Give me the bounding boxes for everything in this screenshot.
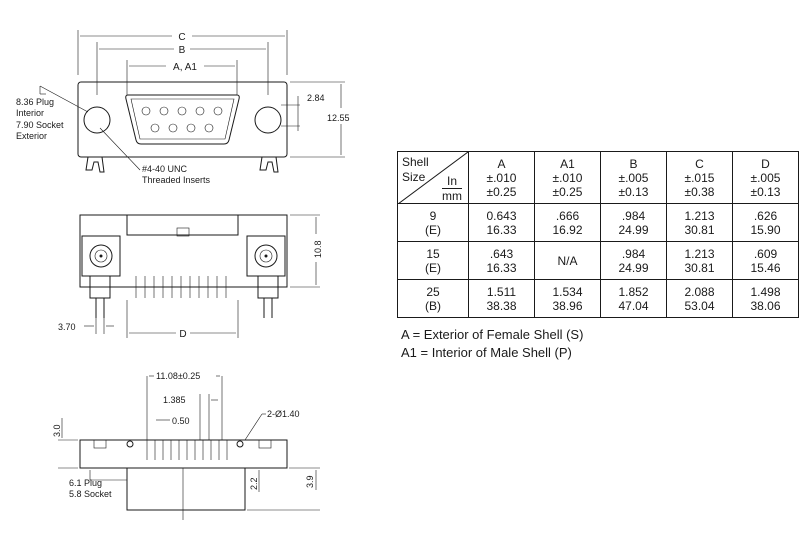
- dim-1108-label: 11.08±0.25: [156, 371, 200, 381]
- column-mm-tolerance: ±0.25: [552, 184, 583, 199]
- column-header: A±.010±0.25: [468, 151, 535, 204]
- column-header: B±.005±0.13: [600, 151, 667, 204]
- column-mm-tolerance: ±0.13: [750, 184, 781, 199]
- corner-mm-label: mm: [442, 188, 462, 203]
- column-header: A1±.010±0.25: [534, 151, 601, 204]
- insert-note-2: Threaded Inserts: [142, 175, 211, 185]
- insert-note-1: #4-40 UNC: [142, 164, 188, 174]
- column-name: A1: [560, 156, 575, 171]
- column-name: C: [695, 156, 704, 171]
- dim-d-label: D: [179, 329, 186, 340]
- hole-note-2: Interior: [16, 108, 44, 118]
- column-mm-tolerance: ±0.13: [618, 184, 649, 199]
- dim-370-label: 3.70: [58, 322, 76, 332]
- corner-size-label: Size: [402, 170, 426, 184]
- row-size: 9: [429, 208, 437, 223]
- row-size: 25: [426, 284, 440, 299]
- row-size-cell: 25(B): [397, 279, 469, 318]
- dim-39-label: 3.9: [305, 475, 315, 488]
- hole-note-3: 7.90 Socket: [16, 120, 64, 130]
- dim-108-label: 10.8: [313, 240, 323, 258]
- corner-in-label: In: [446, 174, 457, 188]
- column-mm-tolerance: ±0.25: [486, 184, 517, 199]
- dim-c-label: C: [178, 32, 185, 43]
- side-view: 10.8 3.70 D: [58, 214, 323, 340]
- column-in-tolerance: ±.005: [618, 170, 649, 185]
- hole-note-1: 8.36 Plug: [16, 97, 54, 107]
- row-size-cell: 9(E): [397, 203, 469, 242]
- column-header: D±.005±0.13: [732, 151, 799, 204]
- dim-holes-label: 2-Ø1.40: [267, 409, 300, 419]
- row-code: (E): [425, 260, 441, 275]
- front-view: C B A, A1 2.84 12.5: [16, 30, 350, 185]
- row-size: 15: [426, 246, 440, 261]
- table-cell: N/A: [534, 241, 601, 280]
- dim-284-label: 2.84: [307, 93, 325, 103]
- dim-1255-label: 12.55: [327, 113, 350, 123]
- row-size-cell: 15(E): [397, 241, 469, 280]
- column-name: B: [629, 156, 638, 171]
- column-in-tolerance: ±.005: [750, 170, 781, 185]
- plug-note-1: 6.1 Plug: [69, 478, 102, 488]
- column-name: A: [497, 156, 506, 171]
- corner-shell-label: Shell: [402, 155, 429, 169]
- hole-note-4: Exterior: [16, 131, 47, 141]
- plug-note-2: 5.8 Socket: [69, 489, 112, 499]
- column-name: D: [761, 156, 770, 171]
- column-header: C±.015±0.38: [666, 151, 733, 204]
- row-code: (B): [425, 298, 441, 313]
- shell-size-table: Shell Size In mm A±.010±0.25 A1±.010±0.2…: [397, 151, 799, 318]
- row-code: (E): [425, 222, 441, 237]
- column-in-tolerance: ±.010: [486, 170, 517, 185]
- bottom-view: 11.08±0.25 1.385 0.50 2-Ø1.40 3.0: [52, 371, 320, 520]
- dim-050-label: 0.50: [172, 416, 190, 426]
- note-a1: A1 = Interior of Male Shell (P): [401, 345, 572, 360]
- column-mm-tolerance: ±0.38: [684, 184, 715, 199]
- note-a: A = Exterior of Female Shell (S): [401, 327, 584, 342]
- dim-30-label: 3.0: [52, 424, 62, 437]
- table-corner-cell: Shell Size In mm: [397, 151, 469, 204]
- dim-b-label: B: [179, 45, 186, 56]
- dim-1385-label: 1.385: [163, 395, 186, 405]
- column-in-tolerance: ±.010: [552, 170, 583, 185]
- dim-22-label: 2.2: [249, 477, 259, 490]
- column-in-tolerance: ±.015: [684, 170, 715, 185]
- dim-a-label: A, A1: [173, 62, 197, 73]
